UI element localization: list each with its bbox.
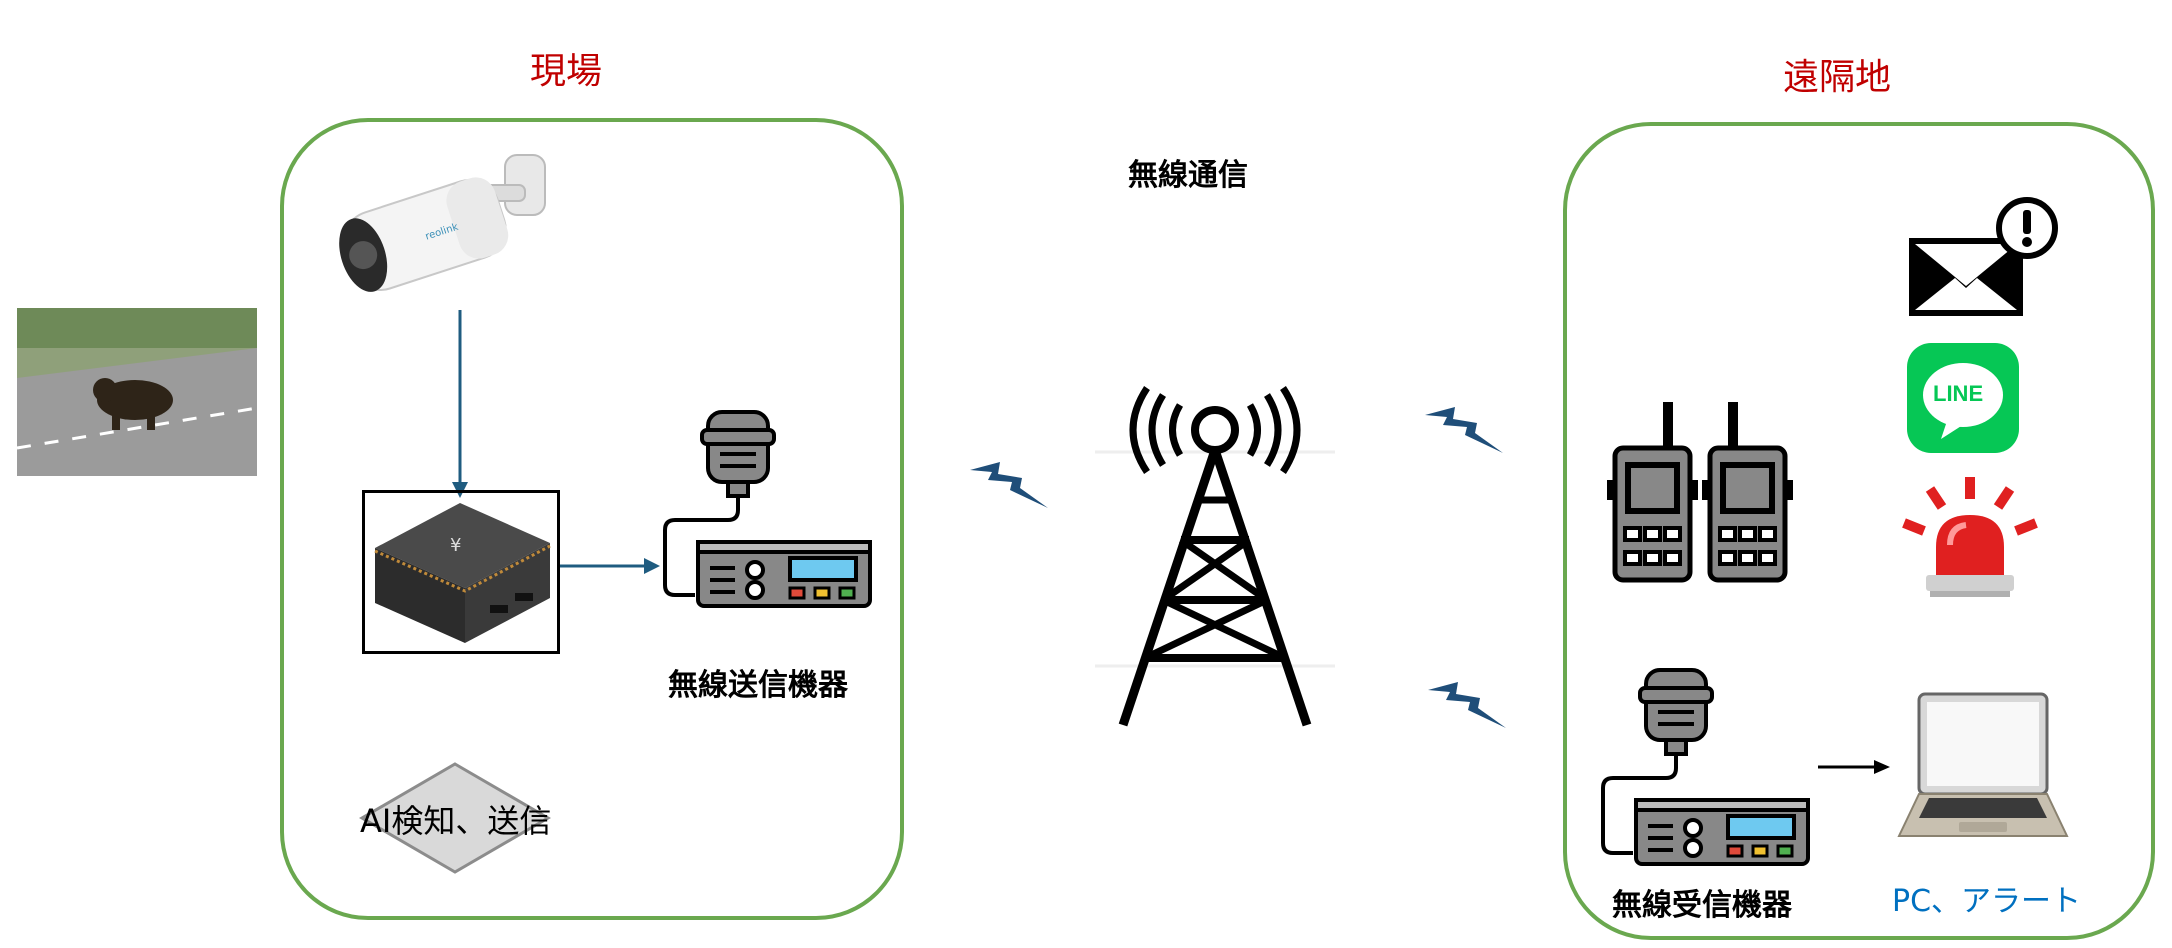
walkie-talkie-icon [1607,402,1698,583]
wireless-comm-label: 無線通信 [1128,158,1248,193]
arrow-camera-to-pc [452,310,468,498]
receiver-label: 無線受信機器 [1612,888,1792,923]
alarm-beacon-icon [1902,477,2038,597]
transmitter-radio-icon [663,410,872,608]
pc-alert-label: PC、アラート [1892,884,2082,919]
line-app-icon [1907,343,2019,453]
svg-text:¥: ¥ [450,535,461,556]
remote-panel [1563,122,2155,940]
ai-detect-label: AI検知、送信 [360,802,552,840]
radio-tower-icon [1095,386,1335,727]
bear-photo [16,308,258,476]
laptop-icon [1897,692,2069,837]
security-camera-icon: reolink [339,154,546,292]
mini-pc-frame [362,490,560,654]
site-panel [280,118,904,920]
transmitter-label: 無線送信機器 [668,668,848,703]
site-title: 現場 [530,51,603,92]
lightning-bolt-icon [970,462,1048,508]
line-logo-text: LINE [1933,381,1984,406]
ai-detect-diamond [359,762,551,874]
walkie-talkie-icon [1702,402,1793,583]
lightning-bolt-icon [1428,682,1506,728]
arrow-receiver-to-pc [1818,760,1890,774]
email-alert-icon [1909,197,2058,316]
mini-pc-icon: ¥ [374,503,551,643]
receiver-radio-icon [1601,668,1810,866]
arrow-pc-to-transmitter [560,558,660,574]
lightning-bolt-icon [1425,407,1503,453]
remote-title: 遠隔地 [1783,57,1892,98]
